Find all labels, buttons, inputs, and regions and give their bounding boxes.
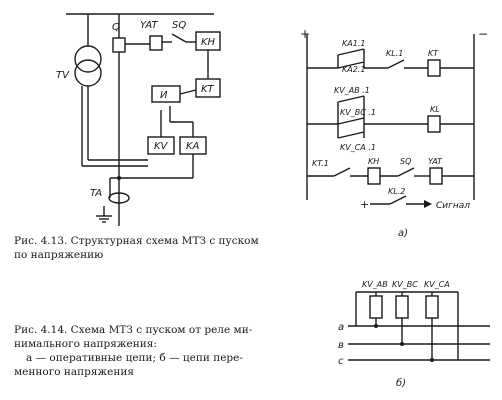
junction-dot bbox=[374, 324, 378, 328]
kt-coil-label: KT bbox=[428, 49, 439, 58]
tv-label: TV bbox=[56, 70, 70, 81]
kvca-contact bbox=[337, 131, 365, 139]
caption-line: нимального напряжения: bbox=[14, 338, 157, 350]
kvca-coil-label: KV_CA bbox=[424, 280, 450, 289]
ka21-label: KA2.1 bbox=[342, 65, 365, 74]
kvca-coil bbox=[425, 295, 439, 319]
kt-coil bbox=[427, 59, 441, 77]
caption-line: Рис. 4.14. Схема МТЗ с пуском от реле ми… bbox=[14, 324, 253, 336]
q-label: Q bbox=[112, 22, 120, 33]
tv-transformer-coil1 bbox=[74, 45, 102, 73]
kvbc-coil-label: KV_BC bbox=[392, 280, 418, 289]
ka11-label: KA1.1 bbox=[342, 39, 365, 48]
and-to-kt-wire bbox=[179, 89, 197, 95]
kvca-label: KV_CA .1 bbox=[340, 143, 376, 152]
kl1-label: KL.1 bbox=[386, 49, 403, 58]
yat-coil-label: YAT bbox=[428, 157, 443, 166]
kt-label: KT bbox=[201, 84, 215, 95]
kl2-contact bbox=[389, 195, 407, 205]
signal-arrow bbox=[424, 200, 432, 208]
caption-line: Рис. 4.13. Структурная схема МТЗ с пуско… bbox=[14, 235, 259, 247]
kvbc-coil bbox=[395, 295, 409, 319]
kvab-coil bbox=[369, 295, 383, 319]
kl-coil bbox=[427, 115, 441, 133]
kt1-contact bbox=[333, 167, 351, 177]
yat-label: YAT bbox=[140, 20, 158, 31]
signal-label: Сигнал bbox=[436, 201, 470, 211]
caption-line: по напряжению bbox=[14, 249, 104, 261]
sq-contact-label: SQ bbox=[400, 157, 411, 166]
junction-dot bbox=[400, 342, 404, 346]
tv-transformer-coil2 bbox=[74, 59, 102, 87]
caption-line: а — оперативные цепи; б — цепи пере- bbox=[26, 352, 243, 364]
ka11-contact bbox=[337, 48, 365, 56]
ka21-contact bbox=[337, 61, 365, 69]
yat-coil-a bbox=[429, 167, 443, 185]
sq-contact-a bbox=[397, 167, 415, 177]
junction-dot bbox=[430, 358, 434, 362]
figure-4-13-caption: Рис. 4.13. Структурная схема МТЗ с пуско… bbox=[14, 234, 284, 262]
sq-label: SQ bbox=[172, 20, 186, 31]
fig-b-sublabel: б) bbox=[396, 377, 406, 389]
caption-line: менного напряжения bbox=[14, 366, 134, 378]
kl1-contact bbox=[387, 59, 405, 69]
kh-label: KH bbox=[201, 37, 216, 48]
junction-dot bbox=[117, 176, 121, 180]
ta-label: TA bbox=[90, 188, 102, 199]
kv-label: KV bbox=[154, 141, 169, 152]
plus-label: + bbox=[300, 27, 310, 41]
phase-c-label: с bbox=[338, 356, 344, 367]
minus-label: − bbox=[478, 27, 488, 41]
breaker-q bbox=[112, 37, 126, 53]
fig-a-sublabel: а) bbox=[398, 228, 408, 239]
kl-coil-label: KL bbox=[430, 105, 440, 114]
kh-coil-label: KH bbox=[368, 157, 379, 166]
kl2-label: KL.2 bbox=[388, 187, 405, 196]
kt1-label: KT.1 bbox=[312, 159, 329, 168]
kvab-label: KV_AB .1 bbox=[334, 86, 370, 95]
sq-contact bbox=[171, 33, 187, 43]
kvab-coil-label: KV_AB bbox=[362, 280, 388, 289]
kvbc-contact bbox=[337, 117, 365, 125]
and-label: И bbox=[160, 90, 168, 101]
yat-coil bbox=[149, 35, 163, 51]
kvab-contact bbox=[337, 95, 365, 103]
figure-4-14-caption: Рис. 4.14. Схема МТЗ с пуском от реле ми… bbox=[14, 323, 284, 379]
phase-b-label: в bbox=[338, 340, 344, 351]
ta-current-transformer bbox=[108, 192, 130, 204]
kvbc-label: KV_BC .1 bbox=[340, 108, 376, 117]
kh-coil bbox=[367, 167, 381, 185]
signal-plus-label: + bbox=[360, 198, 369, 211]
phase-a-label: а bbox=[338, 322, 344, 333]
ka-label: KA bbox=[186, 141, 200, 152]
